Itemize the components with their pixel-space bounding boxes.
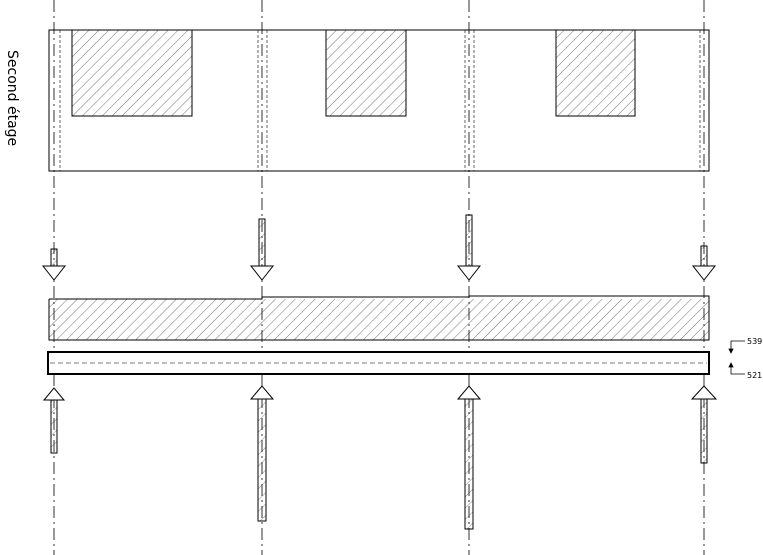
window-opening-1 <box>71 29 193 117</box>
down-arrow-2 <box>249 218 275 281</box>
section-markers <box>728 340 745 375</box>
section-label-top: 539 <box>747 337 762 346</box>
window-opening-2 <box>325 29 407 117</box>
up-arrow-3 <box>456 385 482 530</box>
down-arrow-4 <box>691 245 717 281</box>
upward-reaction-arrows <box>42 385 718 530</box>
floor-elevation <box>48 29 710 172</box>
floor-label: Second étage <box>4 50 20 146</box>
down-arrow-1 <box>41 248 67 281</box>
beam <box>47 351 710 375</box>
down-arrow-3 <box>456 214 482 281</box>
downward-load-arrows <box>41 214 717 281</box>
up-arrow-4 <box>690 385 718 464</box>
section-label-bottom: 521 <box>747 371 762 380</box>
window-opening-3 <box>555 29 636 117</box>
up-arrow-2 <box>249 385 275 522</box>
slab-band <box>48 295 710 341</box>
up-arrow-1 <box>42 387 66 454</box>
